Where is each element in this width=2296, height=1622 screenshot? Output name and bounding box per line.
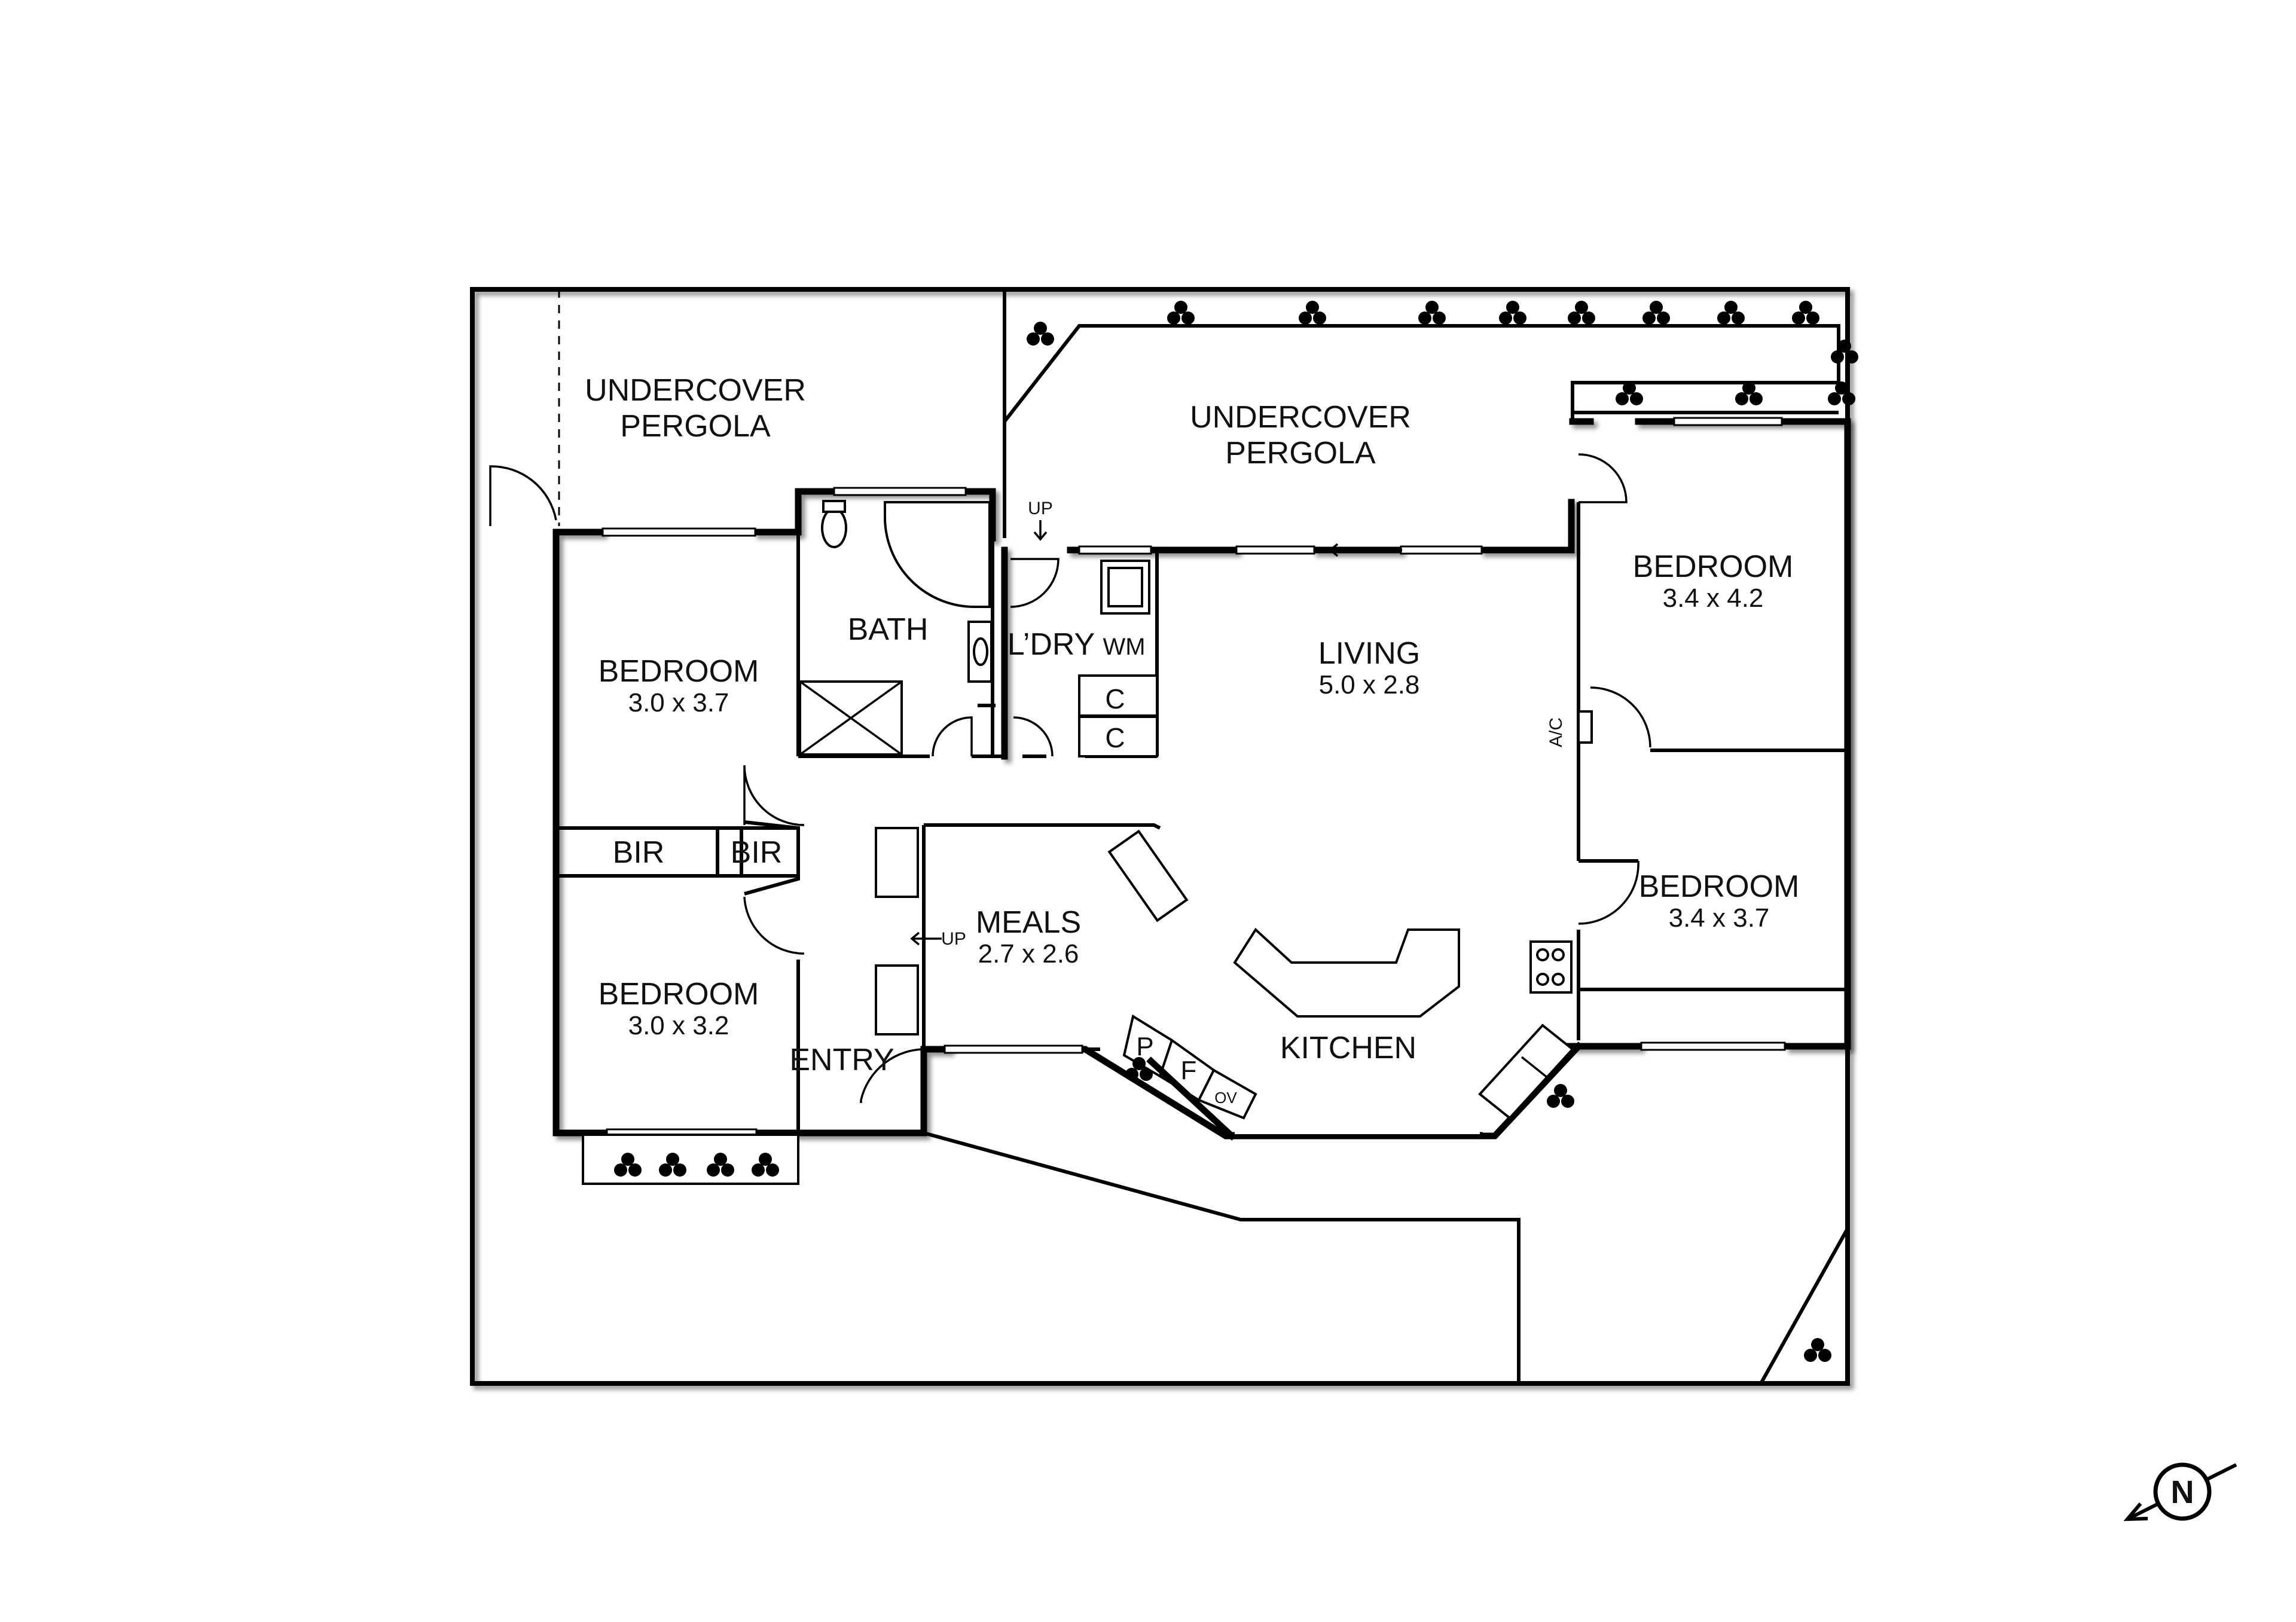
label-pergola-right-2: PERGOLA	[1225, 436, 1376, 471]
annotations: UP UP A/C	[941, 499, 1566, 949]
label-up-meals: UP	[941, 929, 966, 949]
doors	[489, 453, 1651, 1103]
paving	[922, 1046, 1849, 1385]
label-pergola-right-1: UNDERCOVER	[1190, 400, 1411, 435]
label-bedroom-se-size: 3.4 x 3.7	[1669, 903, 1770, 933]
north-compass: N	[2123, 1462, 2237, 1522]
label-bedroom-se: BEDROOM	[1639, 869, 1800, 904]
label-living-size: 5.0 x 2.8	[1319, 670, 1420, 699]
label-meals: MEALS	[976, 905, 1081, 940]
label-laundry: L’DRY	[1007, 627, 1095, 662]
property-boundary	[470, 287, 1850, 1386]
label-cupboard-1: C	[1105, 683, 1125, 714]
label-bedroom-nw: BEDROOM	[599, 654, 759, 689]
label-bedroom-nw-size: 3.0 x 3.7	[628, 688, 729, 717]
compass-letter: N	[2171, 1474, 2194, 1510]
arrows	[910, 520, 1402, 946]
label-cupboard-2: C	[1105, 722, 1125, 753]
windows	[602, 417, 1786, 1138]
label-bedroom-ne-size: 3.4 x 4.2	[1663, 584, 1764, 613]
interior-walls	[556, 502, 1848, 1133]
label-pergola-left-1: UNDERCOVER	[585, 373, 806, 408]
label-meals-size: 2.7 x 2.6	[978, 939, 1079, 969]
label-bath: BATH	[848, 612, 929, 647]
label-bedroom-sw: BEDROOM	[599, 977, 759, 1012]
label-wm: WM	[1103, 634, 1145, 660]
room-labels: UNDERCOVER PERGOLA UNDERCOVER PERGOLA BA…	[585, 373, 1799, 1107]
label-living: LIVING	[1318, 636, 1421, 671]
label-fridge: F	[1181, 1056, 1197, 1085]
label-bedroom-ne: BEDROOM	[1633, 549, 1794, 584]
label-bir-2: BIR	[731, 835, 783, 870]
label-ac: A/C	[1546, 717, 1566, 747]
label-bir-1: BIR	[613, 835, 665, 870]
label-pergola-left-2: PERGOLA	[620, 409, 771, 444]
label-bedroom-sw-size: 3.0 x 3.2	[628, 1011, 729, 1040]
label-oven: OV	[1214, 1089, 1237, 1107]
label-kitchen: KITCHEN	[1280, 1031, 1416, 1065]
label-pantry: P	[1136, 1032, 1153, 1061]
label-entry: ENTRY	[789, 1043, 894, 1077]
label-up-laundry: UP	[1028, 499, 1053, 518]
